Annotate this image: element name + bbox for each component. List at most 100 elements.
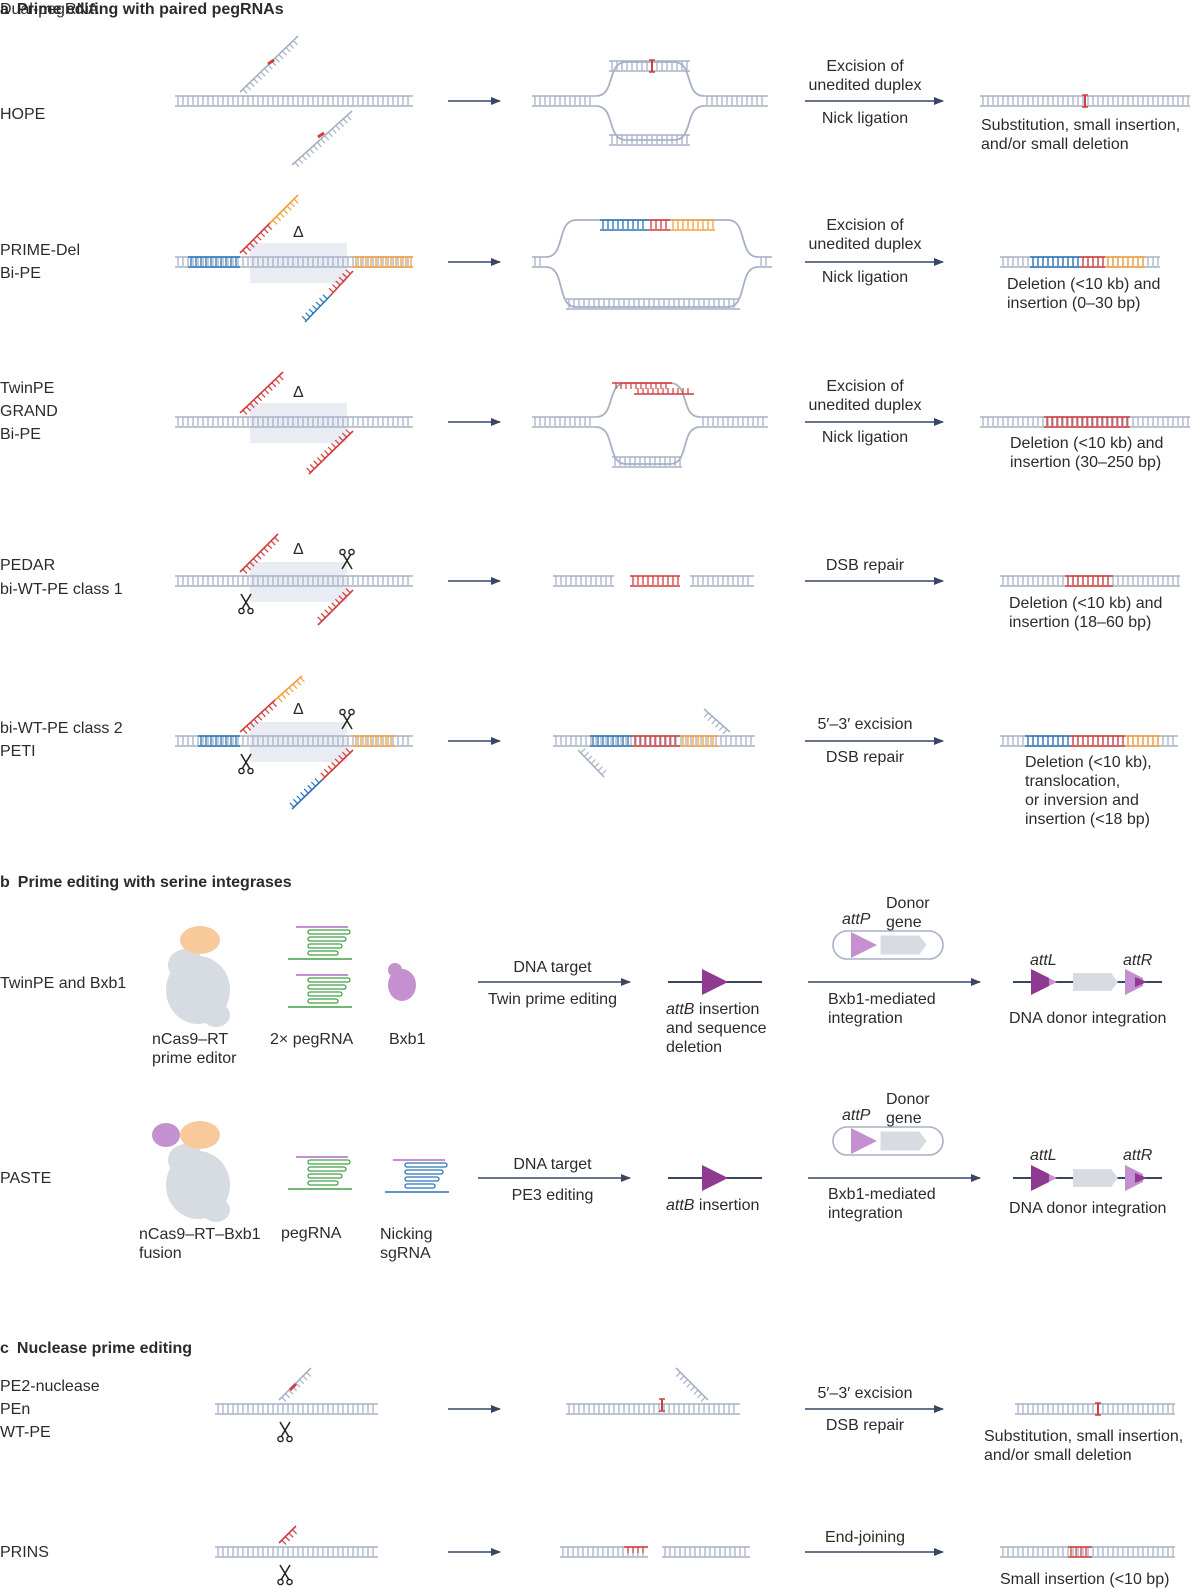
- editor-cas9-lobe2: [202, 1198, 230, 1222]
- row-c1-label-3: WT-PE: [0, 1424, 51, 1441]
- ss-ticks: [580, 748, 607, 775]
- dna-rungs: [614, 457, 681, 466]
- row-c1-label-1: PE2-nuclease: [0, 1378, 100, 1395]
- scissors-blade-2: [241, 753, 252, 770]
- row-b1-site: attB insertion: [666, 1000, 759, 1019]
- pegrna-hairpin: [404, 1169, 444, 1175]
- a4-flap-bottom: [317, 588, 354, 626]
- a5-flap-bottom-blue: [289, 778, 323, 810]
- c2-scissors-icon: [277, 1564, 293, 1586]
- a2-mid-right: [758, 256, 772, 268]
- a4-scissors-left-icon: [238, 593, 254, 615]
- scissors-ring-2: [247, 607, 254, 615]
- panel-b-letter: b: [0, 874, 10, 891]
- attl-triangle: [1031, 969, 1049, 995]
- ss-ticks: [277, 677, 305, 703]
- row-a3-result-1: Deletion (<10 kb) and: [1010, 435, 1164, 452]
- row-c1-result-2: and/or small deletion: [984, 1447, 1132, 1464]
- a4-result-dna: [1000, 575, 1180, 587]
- ss-backbone: [321, 749, 354, 781]
- b1-bxb1-icon: [388, 963, 416, 1001]
- row-b2-step2-1: Bxb1-mediated: [828, 1186, 936, 1203]
- a1-edit-bottom: [317, 131, 325, 139]
- a3-mid-red-bottom: [634, 388, 694, 395]
- row-c2-step-top: End-joining: [824, 1529, 906, 1546]
- row-b2-comp1-line1: nCas9–RT–Bxb1: [139, 1226, 261, 1243]
- row-a5-label-1: bi-WT-PE class 2: [0, 720, 123, 737]
- plasmid-ring: [832, 1126, 944, 1156]
- row-b2-step1-bottom: PE3 editing: [511, 1187, 594, 1204]
- dna-rungs: [702, 417, 764, 426]
- ss-ticks: [301, 294, 328, 321]
- ss-ticks: [306, 429, 351, 473]
- a1-edit-top: [267, 58, 275, 66]
- row-c1-step-bottom: DSB repair: [825, 1417, 905, 1434]
- a4-flap-top: [239, 533, 280, 574]
- row-b2-step1-top: DNA target: [513, 1156, 592, 1173]
- a5-mid-flap-bottom: [577, 748, 607, 778]
- editor-cas9-lobe2: [202, 1003, 230, 1027]
- dna-rungs: [1072, 736, 1124, 745]
- a2-flap-top-red: [239, 222, 273, 255]
- dna-rungs: [568, 299, 735, 308]
- attr-half: [1135, 977, 1147, 987]
- b2-pegrna-icon: [288, 1156, 352, 1190]
- scissors-ring-2: [286, 1578, 293, 1586]
- bubble-top: [595, 61, 705, 97]
- row-a3-label-2: GRAND: [0, 403, 58, 420]
- row-b2-site-suffix: insertion: [694, 1197, 760, 1214]
- panel-c-title: Nuclease prime editing: [16, 1340, 193, 1357]
- scissors-blade-1: [240, 753, 251, 770]
- dna-rungs: [534, 96, 591, 105]
- editor-rt-domain: [180, 926, 220, 954]
- a4-target-dna: [175, 575, 413, 587]
- row-b1-site-suffix: insertion: [694, 1001, 760, 1018]
- b2-donor-plasmid-icon: [832, 1126, 944, 1156]
- a1-target-dna: [175, 95, 413, 107]
- dna-rungs: [177, 96, 409, 105]
- dna-rungs: [555, 736, 752, 745]
- attl-triangle: [1031, 1165, 1049, 1191]
- row-a5-result-4: insertion (<18 bp): [1025, 811, 1150, 828]
- attl-half: [1049, 1174, 1057, 1182]
- c1-mid-dna: [566, 1403, 740, 1415]
- b1-pegrna-icon-2: [288, 974, 352, 1008]
- panel-a-letter: a: [0, 1, 9, 18]
- pegrna-hairpin: [307, 936, 347, 942]
- panel-a-title: Prime editing with paired pegRNAs: [16, 1, 284, 18]
- dna-rungs: [692, 576, 749, 585]
- dna-rungs: [562, 1547, 644, 1556]
- dna-rungs: [632, 576, 679, 585]
- c2-mid-insert: [624, 1546, 648, 1553]
- ss-ticks: [627, 1547, 644, 1553]
- a5-scissors-left-icon: [238, 753, 254, 775]
- a5-result-blue: [1025, 735, 1070, 747]
- pegrna-hairpin: [404, 1176, 440, 1182]
- a2-mid-left: [532, 256, 546, 268]
- row-a2-step-top-2: unedited duplex: [808, 236, 922, 253]
- c1-target-dna: [215, 1403, 378, 1415]
- a5-mid-orange: [680, 735, 718, 747]
- row-b1-step1-bottom: Twin prime editing: [488, 991, 617, 1008]
- ss-ticks: [272, 198, 299, 225]
- dna-rungs: [217, 1404, 374, 1413]
- dna-rungs: [177, 257, 409, 266]
- scissors-blade-2: [241, 593, 252, 610]
- deletion-delta-a2: Δ: [293, 224, 304, 241]
- row-a4-result-1: Deletion (<10 kb) and: [1009, 595, 1163, 612]
- b1-pegrna-icon-1: [288, 926, 352, 960]
- c1-result-dna: [1015, 1403, 1175, 1415]
- c1-edit: [288, 1382, 298, 1392]
- ss-ticks: [281, 1371, 312, 1402]
- row-a5-label-2: PETI: [0, 743, 36, 760]
- row-a1-step-bottom: Nick ligation: [821, 110, 909, 127]
- c2-prins-flap: [278, 1525, 298, 1545]
- row-a2-label-1: PRIME-Del: [0, 242, 81, 259]
- row-a1-step-top-1: Excision of: [826, 58, 904, 75]
- dna-rungs: [177, 417, 409, 426]
- scissors-blade-2: [280, 1564, 291, 1581]
- row-b2-step2-2: integration: [828, 1205, 903, 1222]
- editor-bxb1-fusion: [152, 1123, 180, 1147]
- dna-rungs: [1070, 1547, 1087, 1556]
